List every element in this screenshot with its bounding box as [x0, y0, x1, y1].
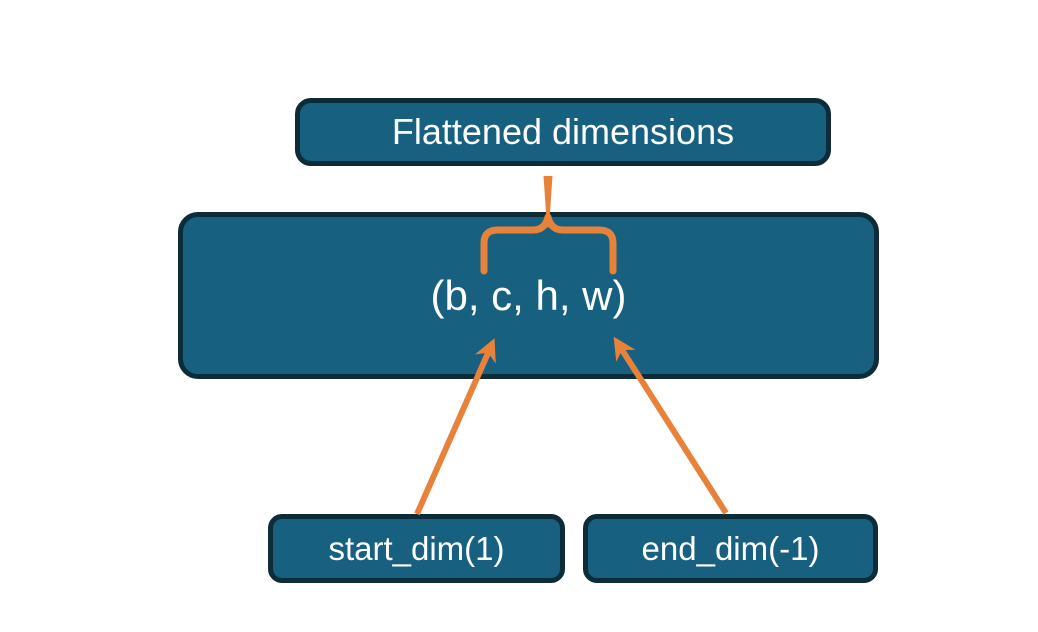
tensor-shape-node: (b, c, h, w): [178, 212, 879, 379]
flattened-dimensions-node: Flattened dimensions: [295, 98, 831, 166]
tensor-shape-label: (b, c, h, w): [430, 271, 627, 319]
start-dim-node: start_dim(1): [268, 514, 565, 583]
start-dim-label: start_dim(1): [328, 529, 505, 567]
end-dim-node: end_dim(-1): [583, 514, 878, 583]
flattened-dimensions-label: Flattened dimensions: [391, 111, 735, 152]
end-dim-label: end_dim(-1): [641, 529, 820, 567]
